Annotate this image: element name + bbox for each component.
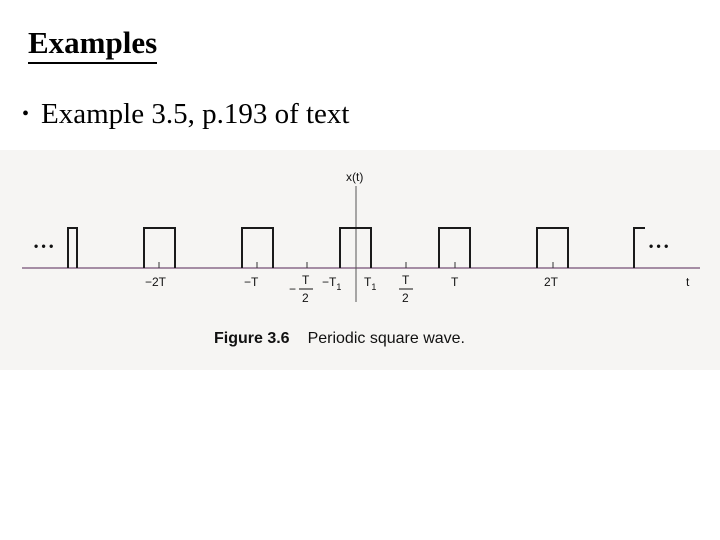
pulse-2T: [536, 227, 569, 268]
pulse-right-edge: [633, 227, 645, 268]
square-wave-plot: • • • • • • x(t) t −2T −T −T1 T1 T 2T − …: [22, 170, 700, 305]
svg-text:T: T: [302, 273, 310, 287]
caption-text: Periodic square wave.: [307, 330, 465, 347]
figure-caption: Figure 3.6 Periodic square wave.: [214, 330, 465, 348]
svg-text:2: 2: [402, 291, 409, 305]
bullet-icon: •: [22, 103, 30, 125]
slide-title: Examples: [28, 24, 158, 64]
caption-label: Figure 3.6: [214, 330, 290, 347]
fraction--T2: − T 2: [289, 273, 313, 305]
bullet-text: Example 3.5, p.193 of text: [41, 98, 350, 130]
tick-label--T1: −T1: [322, 275, 341, 292]
tick-label--T: −T: [244, 275, 259, 289]
pulse-left-edge: [67, 227, 78, 268]
y-axis-label: x(t): [346, 170, 363, 184]
pulse--2T: [143, 227, 176, 268]
figure-3-6: • • • • • • x(t) t −2T −T −T1 T1 T 2T − …: [0, 150, 720, 370]
tick-label--2T: −2T: [145, 275, 167, 289]
bullet-item: • Example 3.5, p.193 of text: [22, 96, 349, 132]
pulse--T: [241, 227, 274, 268]
svg-text:2: 2: [302, 291, 309, 305]
x-axis-label: t: [686, 275, 690, 289]
svg-text:−: −: [289, 282, 296, 296]
pulse-0: [339, 227, 372, 268]
tick-label-T1: T1: [364, 275, 376, 292]
pulse-T: [438, 227, 471, 268]
tick-label-T: T: [451, 275, 459, 289]
ellipsis-right: • • •: [649, 239, 668, 253]
fraction-T2: T 2: [399, 273, 413, 305]
tick-label-2T: 2T: [544, 275, 559, 289]
svg-text:T: T: [402, 273, 410, 287]
ellipsis-left: • • •: [34, 239, 53, 253]
